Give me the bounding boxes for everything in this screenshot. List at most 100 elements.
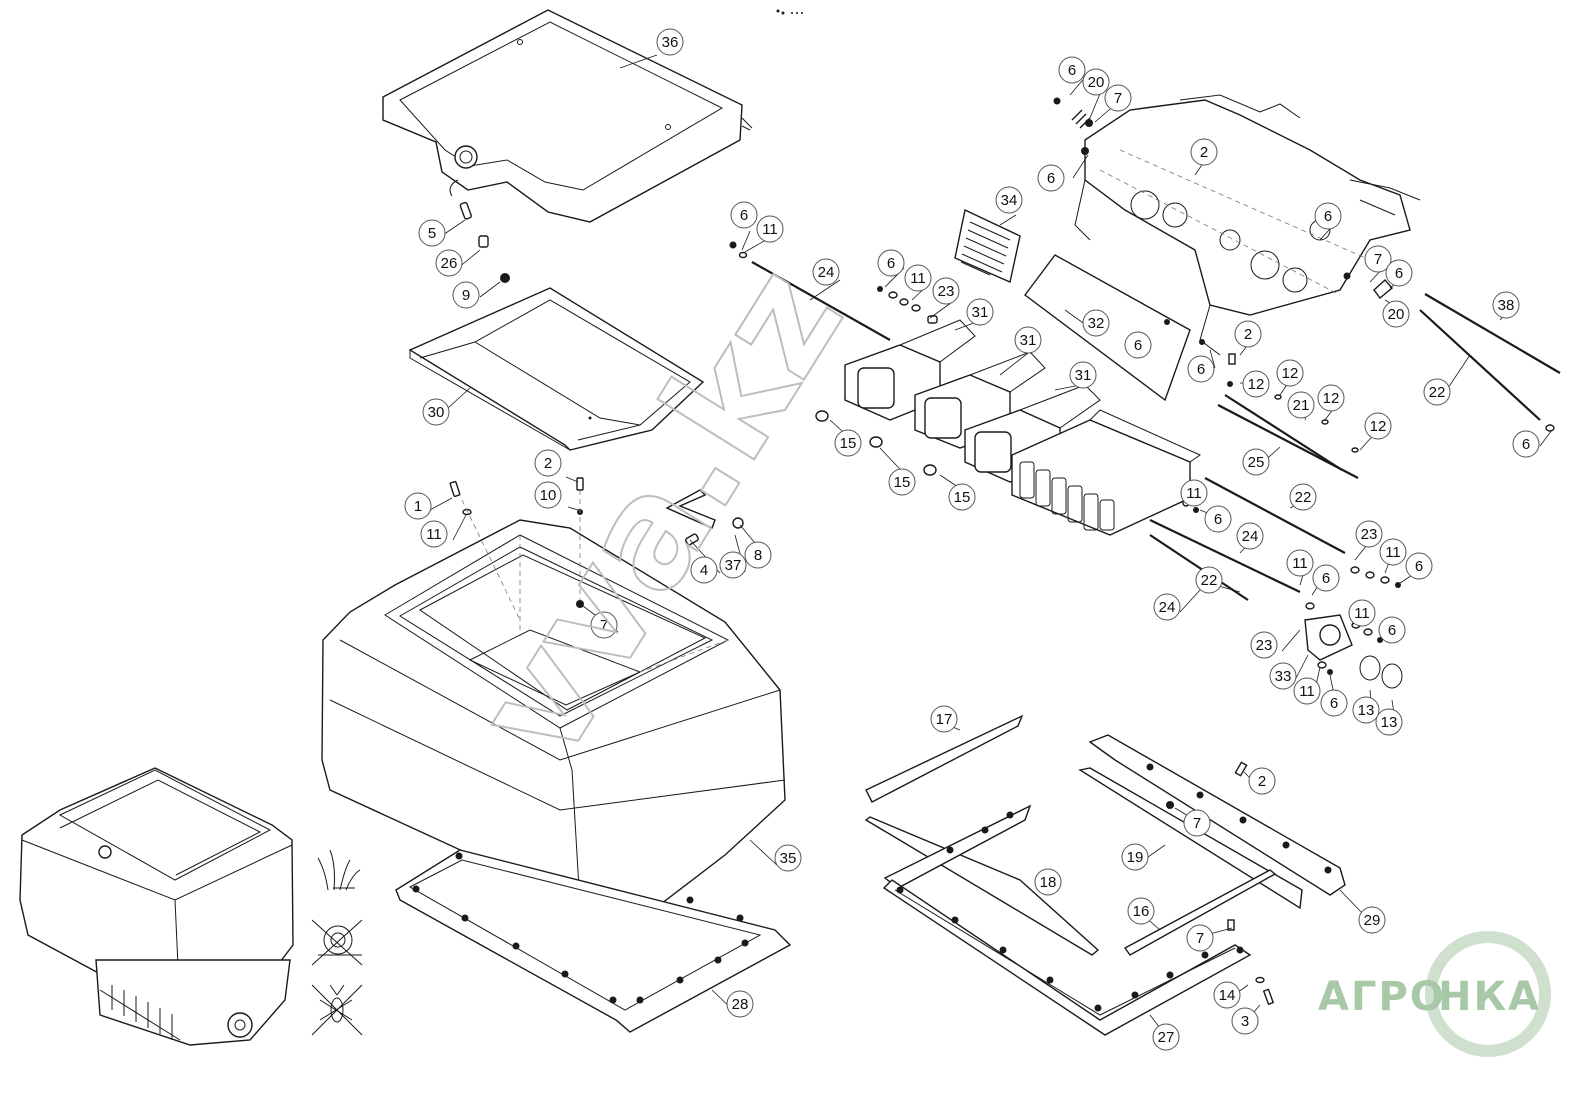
callout-number: 3	[1241, 1013, 1249, 1030]
callout-number: 11	[762, 221, 778, 238]
callout-number: 6	[1322, 570, 1330, 587]
callout-number: 9	[462, 287, 470, 304]
callout-13: 13	[1352, 696, 1380, 724]
callout-4: 4	[690, 556, 718, 584]
callout-circle	[719, 551, 747, 579]
callout-number: 2	[1244, 326, 1252, 343]
callout-14: 14	[1213, 981, 1241, 1009]
callout-number: 4	[700, 562, 708, 579]
callout-number: 6	[887, 255, 895, 272]
callout-31: 31	[1069, 361, 1097, 389]
grass-icon	[317, 849, 361, 891]
callout-number: 20	[1388, 306, 1405, 323]
callout-24: 24	[1153, 593, 1181, 621]
callout-11: 11	[1293, 677, 1321, 705]
callout-circle	[1204, 505, 1232, 533]
label-line	[967, 229, 1009, 249]
callout-number: 7	[1114, 90, 1122, 107]
label-line	[969, 221, 1011, 241]
callout-number: 7	[600, 617, 608, 634]
callout-number: 7	[1374, 251, 1382, 268]
callout-11: 11	[1379, 538, 1407, 566]
callout-number: 6	[1324, 208, 1332, 225]
hopper-body	[321, 519, 786, 921]
callout-6: 6	[1385, 259, 1413, 287]
crossed-snail-icon	[311, 919, 363, 966]
callout-circle	[1379, 538, 1407, 566]
callout-number: 20	[1088, 74, 1105, 91]
callout-6: 6	[730, 201, 758, 229]
callout-1: 1	[404, 492, 432, 520]
callout-number: 36	[662, 34, 679, 51]
callout-number: 23	[938, 283, 955, 300]
callout-11: 11	[420, 520, 448, 548]
callout-circle	[1231, 1007, 1259, 1035]
callout-3: 3	[1231, 1007, 1259, 1035]
callout-circle	[1512, 430, 1540, 458]
callout-15: 15	[834, 429, 862, 457]
callout-circle	[1492, 291, 1520, 319]
callout-circle	[1242, 448, 1270, 476]
callout-6: 6	[1124, 331, 1152, 359]
callout-24: 24	[1236, 522, 1264, 550]
callout-number: 6	[1395, 265, 1403, 282]
callout-number: 17	[936, 711, 953, 728]
callout-circle	[744, 541, 772, 569]
callout-19: 19	[1121, 843, 1149, 871]
callout-2: 2	[1248, 767, 1276, 795]
callout-circle	[1293, 677, 1321, 705]
callout-circle	[1320, 689, 1348, 717]
callout-11: 11	[904, 264, 932, 292]
callout-26: 26	[435, 249, 463, 277]
label-line	[963, 245, 1005, 265]
callout-29: 29	[1358, 906, 1386, 934]
callout-7: 7	[1364, 245, 1392, 273]
callout-number: 22	[1201, 572, 1218, 589]
callout-15: 15	[888, 468, 916, 496]
callout-circle	[1250, 631, 1278, 659]
callout-15: 15	[948, 483, 976, 511]
callout-8: 8	[744, 541, 772, 569]
callout-circle	[1405, 552, 1433, 580]
callout-number: 15	[840, 435, 857, 452]
rods-group	[729, 241, 1561, 601]
callout-circle	[1058, 56, 1086, 84]
callout-circle	[1269, 662, 1297, 690]
callout-circle	[1352, 696, 1380, 724]
callout-31: 31	[1014, 326, 1042, 354]
callout-circle	[1242, 370, 1270, 398]
logo-text-left: АГРО	[1318, 974, 1446, 1020]
callout-circle	[1364, 245, 1392, 273]
callout-number: 31	[972, 304, 989, 321]
callout-number: 21	[1293, 397, 1310, 414]
callout-6: 6	[1204, 505, 1232, 533]
callout-6: 6	[1314, 202, 1342, 230]
callout-circle	[590, 611, 618, 639]
callout-number: 11	[1186, 485, 1202, 502]
callout-number: 26	[441, 255, 458, 272]
callout-number: 19	[1127, 849, 1144, 866]
callout-circle	[1382, 300, 1410, 328]
callout-number: 6	[1134, 337, 1142, 354]
callout-6: 6	[1187, 355, 1215, 383]
callout-circle	[948, 483, 976, 511]
callout-number: 22	[1429, 384, 1446, 401]
callout-circle	[418, 219, 446, 247]
callout-21: 21	[1287, 391, 1315, 419]
callout-circle	[726, 990, 754, 1018]
callout-circle	[756, 215, 784, 243]
callout-number: 2	[1258, 773, 1266, 790]
callout-circle	[1358, 906, 1386, 934]
callout-number: 11	[1299, 683, 1315, 700]
callout-circle	[420, 520, 448, 548]
callout-12: 12	[1276, 359, 1304, 387]
callout-number: 30	[428, 404, 445, 421]
callout-22: 22	[1289, 483, 1317, 511]
callout-circle	[930, 705, 958, 733]
callout-circle	[1314, 202, 1342, 230]
callout-number: 7	[1193, 815, 1201, 832]
label-line	[960, 261, 991, 276]
callout-number: 23	[1361, 526, 1378, 543]
callout-circle	[1287, 391, 1315, 419]
callout-6: 6	[877, 249, 905, 277]
